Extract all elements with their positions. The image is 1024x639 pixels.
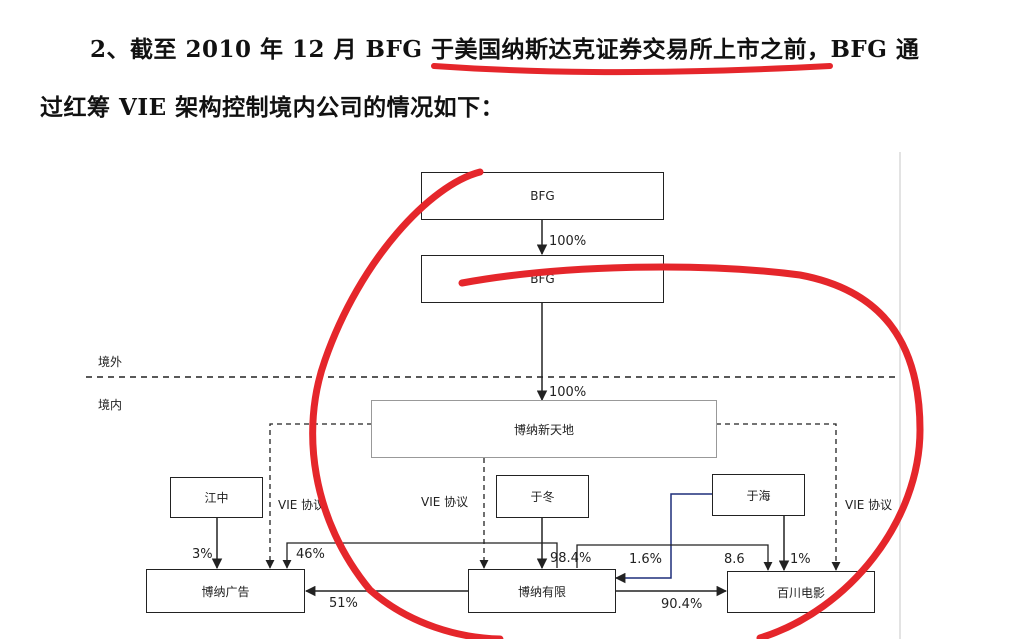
- node-bona-xintiandi: 博纳新天地: [371, 400, 717, 458]
- region-overseas: 境外: [98, 355, 123, 369]
- paragraph-line-1: 2、截至 2010 年 12 月 BFG 于美国纳斯达克证券交易所上市之前，BF…: [90, 36, 920, 63]
- node-jiangzhong: 江中: [170, 477, 263, 518]
- label-yuhai-to-baichuan-86: 8.6: [724, 552, 745, 567]
- node-baichuan: 百川电影: [727, 571, 875, 613]
- node-bfg-sub: BFG: [421, 255, 664, 303]
- edge-ltd-to-ad-46: [282, 542, 558, 569]
- label-sub-to-xintiandi: 100%: [549, 385, 587, 400]
- edge-vie-left: [265, 423, 372, 569]
- node-bona-ad: 博纳广告: [146, 569, 305, 613]
- label-yudong-to-ltd: 98.4%: [550, 551, 592, 566]
- label-yuhai-to-ltd: 1.6%: [629, 552, 663, 567]
- node-bfg-top: BFG: [421, 172, 664, 220]
- node-yudong: 于冬: [496, 475, 589, 518]
- node-yuhai: 于海: [712, 474, 805, 516]
- label-yuhai-to-baichuan-1: 1%: [790, 552, 811, 567]
- node-bona-ltd: 博纳有限: [468, 569, 616, 613]
- label-jiang-to-ad: 3%: [192, 547, 213, 562]
- label-vie-right: VIE 协议: [845, 498, 893, 512]
- label-vie-mid: VIE 协议: [421, 495, 469, 509]
- label-vie-left: VIE 协议: [278, 498, 326, 512]
- label-bfg-to-sub: 100%: [549, 234, 587, 249]
- label-ltd-to-ad-51: 51%: [329, 596, 358, 611]
- label-ltd-to-ad-46: 46%: [296, 547, 325, 562]
- paragraph-line-2: 过红筹 VIE 架构控制境内公司的情况如下：: [40, 94, 505, 121]
- label-ltd-to-baichuan: 90.4%: [661, 597, 703, 612]
- region-domestic: 境内: [98, 398, 123, 412]
